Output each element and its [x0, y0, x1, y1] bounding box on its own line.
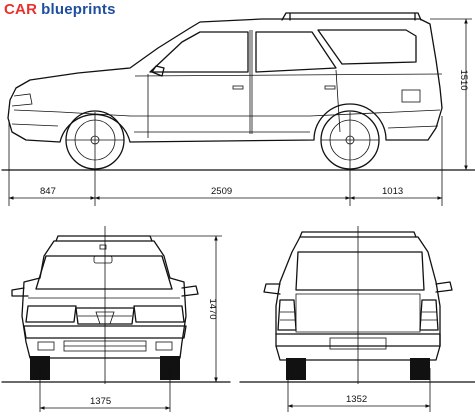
rear-wheel	[320, 110, 380, 206]
rear-left-tire	[286, 358, 306, 380]
roof-antenna	[99, 244, 107, 250]
front-right-fog-light	[155, 341, 173, 351]
rear-side-window	[255, 31, 337, 73]
dim-front-height: 1470	[207, 298, 218, 319]
front-door-handle	[232, 85, 244, 90]
side-headlight	[11, 93, 33, 107]
dim-wheelbase: 2509	[211, 186, 232, 197]
dim-front-overhang: 847	[40, 186, 56, 197]
rear-left-taillight	[277, 299, 297, 331]
dim-front-track: 1375	[90, 396, 111, 407]
door-lines	[147, 30, 341, 138]
dim-rear-overhang: 1013	[382, 186, 403, 197]
rear-view	[239, 226, 475, 384]
rear-dimensions: 1352	[287, 368, 431, 412]
front-left-mirror	[11, 287, 29, 297]
side-dimensions: 847 2509 1013 1510	[8, 18, 472, 206]
front-right-headlight	[133, 305, 185, 323]
side-taillight	[401, 89, 421, 103]
side-view	[1, 12, 475, 206]
front-view	[1, 226, 231, 384]
front-left-fog-light	[37, 341, 55, 351]
rear-right-mirror	[435, 281, 453, 293]
rear-door-handle	[324, 85, 336, 90]
rear-left-mirror	[263, 283, 281, 295]
interior-mirror	[93, 255, 113, 264]
front-bumper	[23, 325, 187, 339]
logo-word: blueprints	[41, 1, 116, 18]
front-wheel	[65, 110, 125, 206]
front-side-window	[149, 31, 249, 73]
dim-height: 1510	[458, 69, 469, 90]
front-dimensions: 1470 1375	[39, 235, 222, 412]
front-body-outline	[21, 240, 187, 359]
front-left-headlight	[25, 305, 77, 323]
dim-rear-track: 1352	[346, 394, 367, 405]
front-grille	[75, 307, 135, 325]
side-mirror	[151, 65, 165, 77]
logo-brand: CAR	[4, 1, 38, 18]
side-body-outline	[7, 18, 443, 143]
rear-right-tire	[410, 358, 430, 380]
side-beltline	[13, 109, 441, 117]
cargo-side-window	[317, 29, 417, 65]
windshield	[35, 255, 173, 290]
rear-right-taillight	[419, 299, 439, 331]
rear-window	[295, 251, 425, 291]
tailgate	[295, 293, 421, 333]
front-right-mirror	[181, 285, 199, 297]
